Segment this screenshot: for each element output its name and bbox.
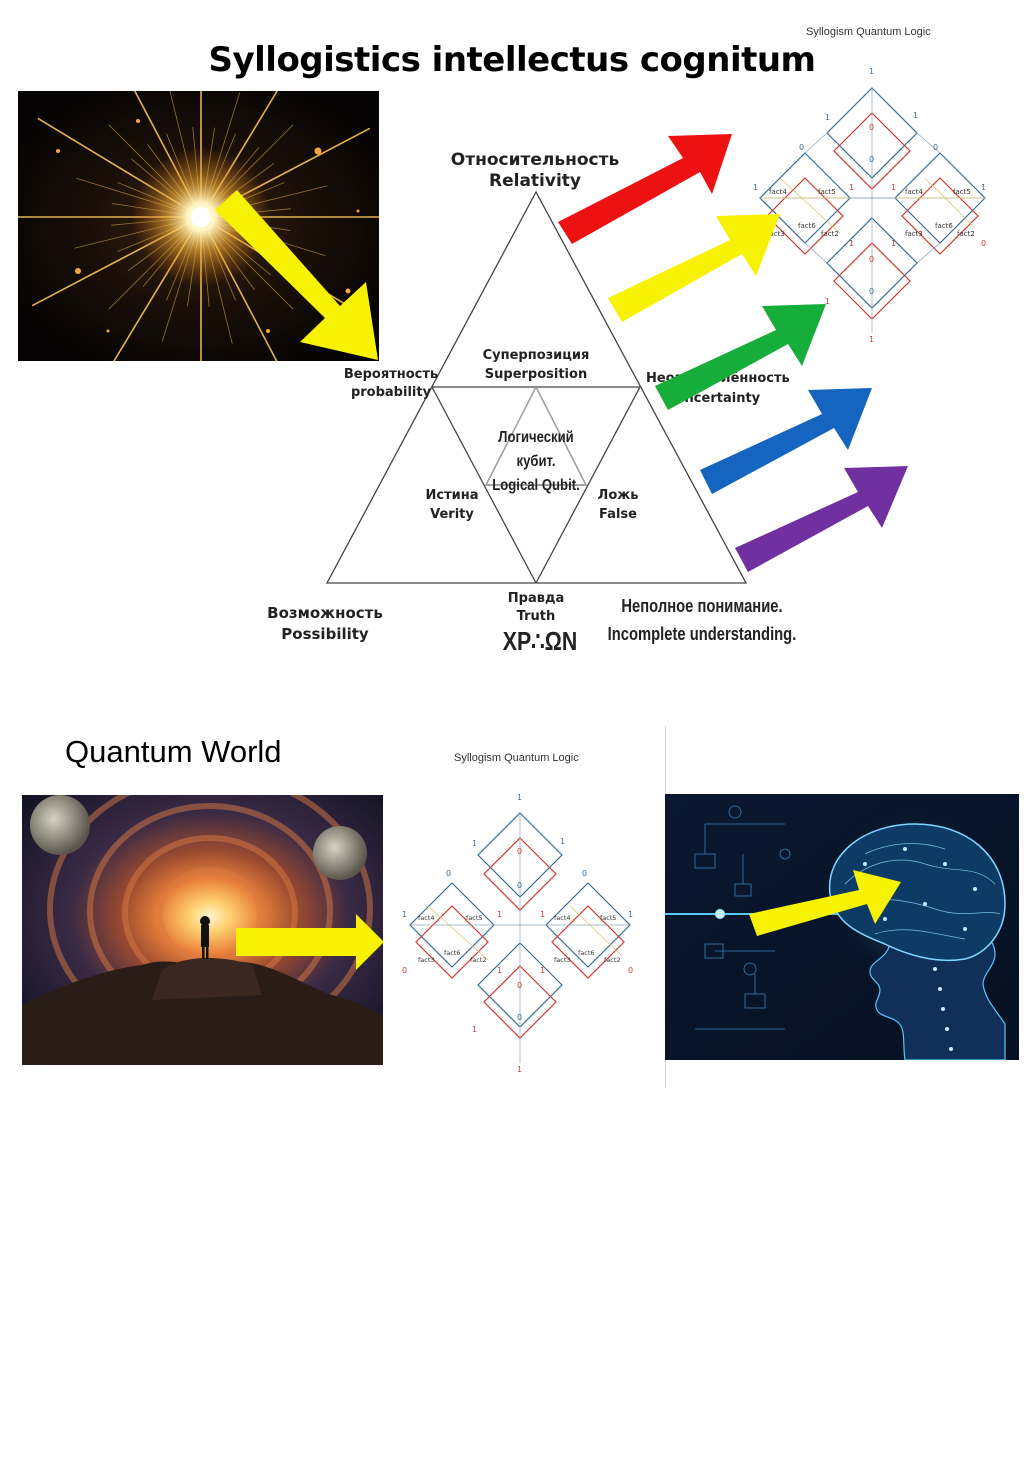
svg-text:1: 1	[913, 111, 918, 120]
svg-text:1: 1	[849, 183, 854, 192]
svg-text:1: 1	[540, 966, 545, 975]
svg-text:0: 0	[517, 881, 522, 890]
svg-text:1: 1	[825, 297, 830, 306]
svg-text:0: 0	[933, 143, 938, 152]
svg-text:fact3: fact3	[905, 230, 923, 238]
svg-text:0: 0	[402, 966, 407, 975]
svg-text:fact3: fact3	[554, 956, 571, 964]
svg-text:0: 0	[446, 869, 451, 878]
svg-text:fact4: fact4	[554, 914, 571, 922]
svg-text:0: 0	[517, 981, 522, 990]
svg-text:fact4: fact4	[769, 188, 787, 196]
svg-text:1: 1	[869, 67, 874, 76]
svg-text:1: 1	[869, 335, 874, 344]
svg-text:0: 0	[869, 123, 874, 132]
svg-text:fact6: fact6	[444, 949, 461, 957]
svg-text:1: 1	[560, 837, 565, 846]
svg-text:fact4: fact4	[905, 188, 923, 196]
svg-text:1: 1	[517, 793, 522, 802]
xp-omega-symbol: XP∴ΩN	[502, 626, 578, 656]
quantum-lattice-diagram: fact4 fact5 fact3 fact2 fact4 fact5 fact…	[753, 67, 986, 344]
svg-text:1: 1	[825, 113, 830, 122]
svg-text:1: 1	[753, 183, 758, 192]
svg-text:fact6: fact6	[578, 949, 595, 957]
svg-text:fact6: fact6	[798, 222, 816, 230]
svg-text:1: 1	[891, 239, 896, 248]
svg-text:fact5: fact5	[953, 188, 971, 196]
svg-text:1: 1	[628, 910, 633, 919]
svg-text:0: 0	[753, 239, 758, 248]
svg-text:1: 1	[891, 183, 896, 192]
svg-text:fact2: fact2	[957, 230, 975, 238]
svg-text:0: 0	[799, 143, 804, 152]
svg-text:fact5: fact5	[600, 914, 617, 922]
svg-text:1: 1	[497, 910, 502, 919]
svg-text:0: 0	[517, 1013, 522, 1022]
svg-text:1: 1	[402, 910, 407, 919]
bottom-caption: Syllogism Quantum Logic	[454, 752, 579, 764]
yellow-arrow-vortex	[236, 914, 384, 970]
top-caption: Syllogism Quantum Logic	[806, 26, 931, 38]
svg-text:fact2: fact2	[604, 956, 621, 964]
svg-text:fact6: fact6	[935, 222, 953, 230]
svg-text:0: 0	[869, 255, 874, 264]
svg-text:0: 0	[981, 239, 986, 248]
svg-text:0: 0	[628, 966, 633, 975]
section-label: Quantum World	[65, 734, 282, 769]
incomplete-understanding-label: Неполное понимание.Incomplete understand…	[607, 596, 797, 644]
svg-text:fact4: fact4	[418, 914, 435, 922]
ai-brain-image	[665, 794, 1019, 1060]
svg-text:fact2: fact2	[821, 230, 839, 238]
svg-text:fact5: fact5	[466, 914, 483, 922]
svg-text:0: 0	[582, 869, 587, 878]
svg-text:1: 1	[849, 239, 854, 248]
svg-text:fact3: fact3	[767, 230, 785, 238]
svg-text:1: 1	[517, 1065, 522, 1074]
svg-text:1: 1	[472, 1025, 477, 1034]
svg-text:1: 1	[540, 910, 545, 919]
svg-text:fact5: fact5	[818, 188, 836, 196]
quantum-lattice-diagram-small: fact4 fact5 fact3 fact2 fact4 fact5 fact…	[402, 793, 633, 1074]
triangle-diagram	[325, 190, 748, 584]
svg-text:0: 0	[517, 847, 522, 856]
svg-text:1: 1	[981, 183, 986, 192]
svg-text:1: 1	[497, 966, 502, 975]
svg-text:0: 0	[869, 287, 874, 296]
logical-qubit-label: Логический кубит.Logical Qubit.	[492, 429, 580, 494]
svg-text:1: 1	[472, 839, 477, 848]
svg-text:fact2: fact2	[470, 956, 487, 964]
svg-text:0: 0	[869, 155, 874, 164]
yellow-arrow-brain	[749, 870, 901, 936]
svg-text:fact3: fact3	[418, 956, 435, 964]
page-title: Syllogistics intellectus cognitum	[208, 40, 816, 80]
